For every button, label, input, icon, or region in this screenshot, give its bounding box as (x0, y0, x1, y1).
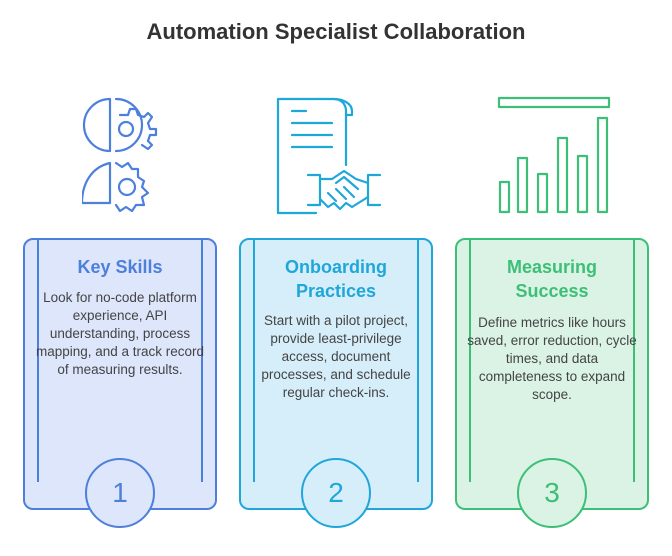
step-number: 2 (301, 458, 371, 528)
card-description: Define metrics like hours saved, error r… (467, 315, 637, 402)
card-title: Key Skills (77, 257, 163, 277)
card-title: Measuring Success (506, 257, 598, 301)
card-key-skills: Key Skills Look for no-code platform exp… (23, 238, 217, 510)
bar-chart-icon (497, 96, 611, 214)
head-gears-icon (82, 97, 158, 213)
card-description: Look for no-code platform experience, AP… (35, 290, 205, 377)
card-title: Onboarding Practices (285, 257, 387, 301)
step-number: 1 (85, 458, 155, 528)
card-description: Start with a pilot project, provide leas… (261, 313, 411, 400)
document-handshake-icon (276, 97, 382, 215)
page-title: Automation Specialist Collaboration (146, 19, 526, 44)
step-number: 3 (517, 458, 587, 528)
